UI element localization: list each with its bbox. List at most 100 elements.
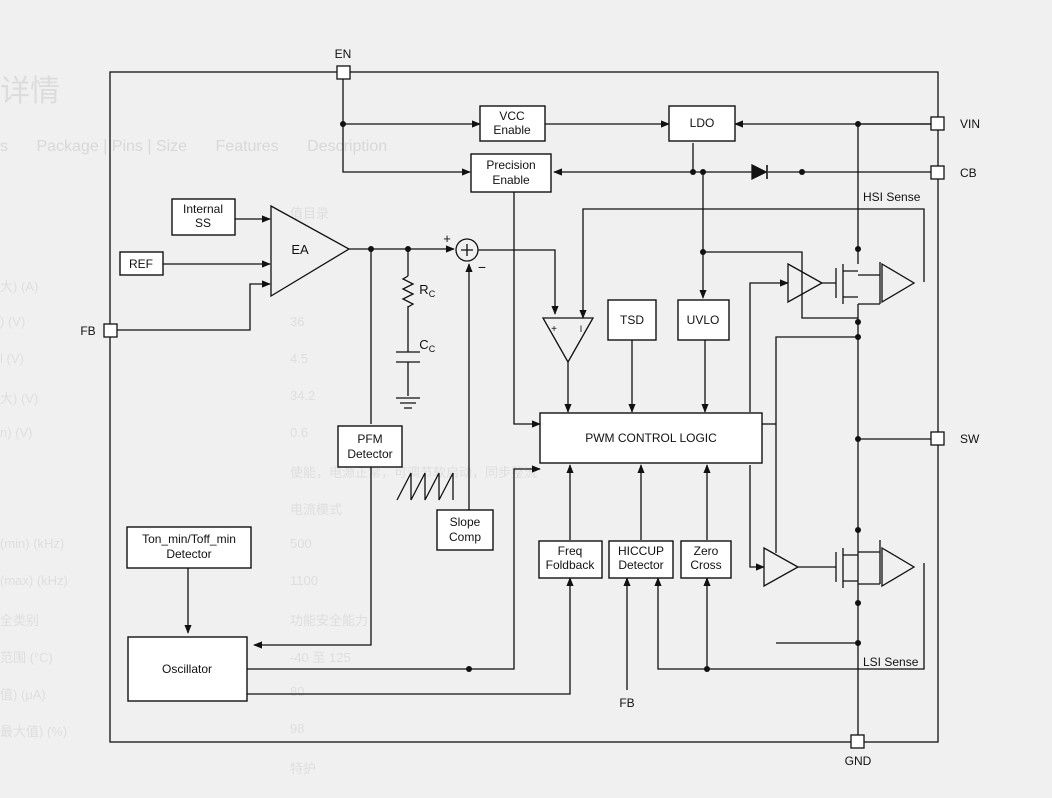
background-label: 大) (V)	[0, 391, 39, 406]
ton-toff-detector-line1: Ton_min/Toff_min	[142, 532, 236, 546]
chip-boundary	[109, 71, 939, 743]
pin-sw-label: SW	[960, 432, 980, 446]
sum-minus-label: −	[478, 259, 486, 275]
background-label: l (V)	[0, 351, 24, 366]
capacitor-cc-label: C	[419, 337, 428, 352]
pin-sw[interactable]	[930, 431, 945, 446]
pin-en[interactable]	[336, 65, 351, 80]
background-value: 1100	[290, 573, 318, 588]
wire-hsi-sense	[579, 208, 925, 319]
junction-dot	[855, 436, 861, 442]
wire-enable-pwm	[513, 192, 541, 428]
background-value: 36	[290, 314, 305, 329]
pfm-detector-block	[337, 425, 403, 468]
background-value: 特护	[290, 761, 317, 776]
background-value: 80	[290, 684, 305, 699]
precision-enable-block	[470, 153, 552, 193]
resistor-rc	[401, 275, 415, 308]
ref-label: REF	[129, 257, 153, 271]
pin-fb-label: FB	[80, 324, 95, 338]
wire-sum-comparator	[478, 249, 559, 315]
internal-ss-line2: SS	[195, 216, 211, 230]
background-value: 0.6	[290, 425, 309, 440]
hiccup-detector-line2: Detector	[618, 558, 663, 572]
freq-foldback-block	[538, 540, 603, 579]
vcc-enable-line1: VCC	[499, 109, 525, 123]
ref-block	[119, 251, 164, 276]
oscillator-block	[127, 636, 248, 702]
wire-en-precision	[342, 79, 471, 176]
pin-fb[interactable]	[103, 323, 118, 338]
vcc-enable-block	[479, 105, 546, 142]
background-tab: Description	[307, 138, 388, 155]
background-label: n) (V)	[0, 425, 33, 440]
pwm-control-logic-label: PWM CONTROL LOGIC	[585, 431, 717, 445]
junction-dot	[405, 246, 411, 252]
pin-cb[interactable]	[930, 165, 945, 180]
freq-foldback-line1: Freq	[558, 544, 583, 558]
zero-cross-line1: Zero	[694, 544, 719, 558]
background-value: 使能，电源正常，可调节软启动，同步整流	[290, 465, 538, 480]
error-amplifier	[270, 204, 351, 298]
wire-vcc-hs-driver	[703, 251, 858, 319]
hsi-sense-amp	[881, 262, 916, 304]
background-tab: s	[0, 138, 8, 155]
slope-comp-line1: Slope	[450, 515, 481, 529]
comparator-minus-label: I	[580, 324, 583, 334]
tsd-label: TSD	[620, 313, 644, 327]
ls-fet	[798, 548, 858, 588]
ton-toff-detector-line2: Detector	[166, 547, 211, 561]
junction-dot	[700, 249, 706, 255]
background-value: 34.2	[290, 388, 316, 403]
slope-comp-line2: Comp	[449, 530, 481, 544]
ton-toff-detector-block	[126, 526, 252, 569]
wire-fb-ea	[117, 280, 271, 331]
junction-dot	[466, 666, 472, 672]
junction-dot	[855, 600, 861, 606]
junction-dot	[799, 169, 805, 175]
capacitor-cc	[396, 306, 420, 396]
pwm-control-logic-block	[539, 412, 763, 464]
background-tabs: s Package | Pins | Size Features Descrip…	[0, 138, 411, 156]
ea-label: EA	[291, 242, 309, 257]
precision-enable-line2: Enable	[492, 173, 530, 187]
junction-dot	[700, 169, 706, 175]
pin-vin-label: VIN	[960, 117, 980, 131]
junction-dot	[855, 246, 861, 252]
vcc-enable-line2: Enable	[493, 123, 531, 137]
junction-dot	[340, 121, 346, 127]
background-value: 500	[290, 536, 312, 551]
background-label: 大) (A)	[0, 279, 39, 294]
wire-pfm-osc	[253, 467, 372, 649]
background-label: (min) (kHz)	[0, 536, 65, 551]
sawtooth-symbol	[396, 472, 454, 501]
lsi-sense-amp	[881, 546, 916, 588]
internal-ss-line1: Internal	[183, 202, 223, 216]
background-value: 值目录	[290, 206, 330, 221]
pin-cb-label: CB	[960, 166, 977, 180]
background-label: 全类别	[0, 613, 40, 628]
sum-plus-label: +	[443, 231, 451, 246]
resistor-rc-subscript: C	[429, 289, 436, 299]
wire-sw-ls-driver	[775, 336, 858, 553]
pin-vin[interactable]	[930, 116, 945, 131]
background-tab: Features	[215, 138, 279, 155]
junction-dot	[368, 246, 374, 252]
comparator-plus-label: +	[551, 324, 557, 335]
background-label: 值) (μA)	[0, 687, 46, 702]
wire-hs-sense-amp	[858, 262, 881, 305]
resistor-rc-label: R	[419, 282, 428, 297]
background-value: 功能安全能力	[290, 613, 369, 628]
background-value: 4.5	[290, 351, 309, 366]
wire-pwm-hs	[749, 279, 789, 412]
junction-dot	[704, 666, 710, 672]
internal-ss-block	[171, 198, 236, 236]
background-value: -40 至 125	[290, 650, 351, 665]
background-value: 98	[290, 721, 305, 736]
oscillator-label: Oscillator	[162, 662, 212, 676]
pin-gnd[interactable]	[850, 734, 865, 749]
hiccup-detector-line1: HICCUP	[618, 544, 664, 558]
zero-cross-line2: Cross	[690, 558, 721, 572]
junction-dot	[690, 169, 696, 175]
